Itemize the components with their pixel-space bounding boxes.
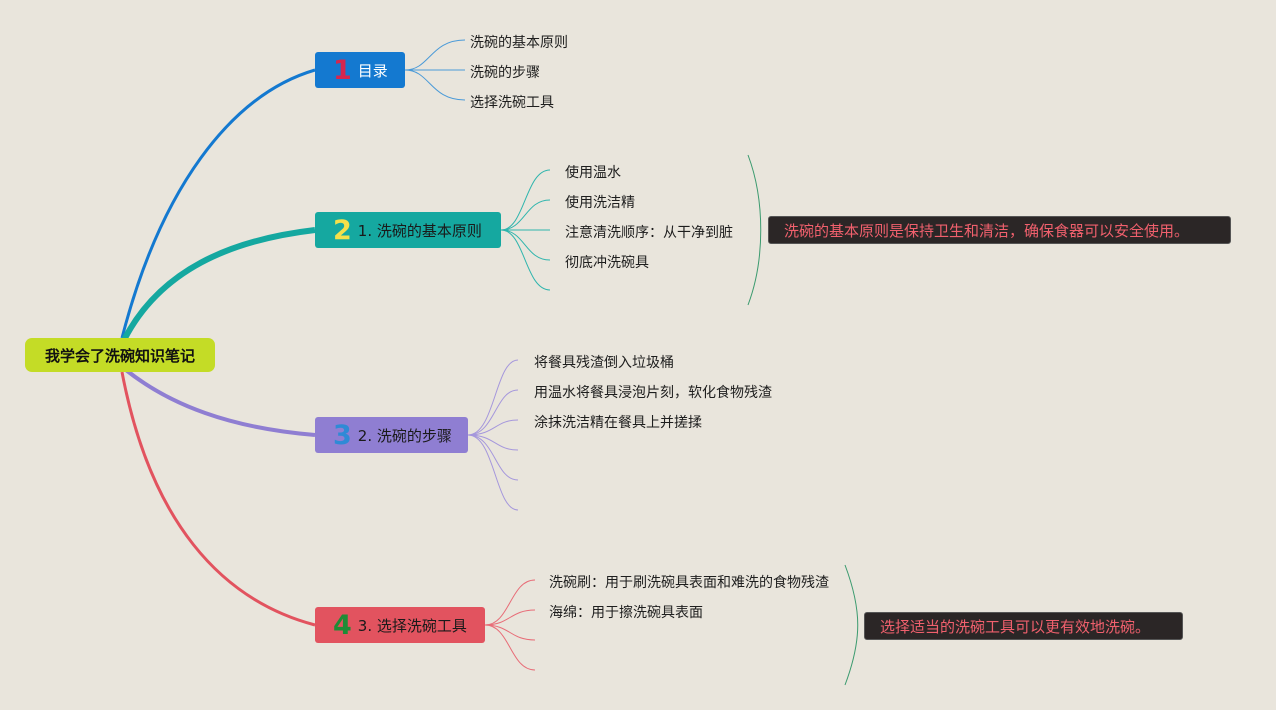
leaf-1-1[interactable]: 洗碗的基本原则 (470, 35, 568, 51)
branch-label-2: 1. 洗碗的基本原则 (357, 221, 482, 240)
leaf-2-3[interactable]: 注意清洗顺序：从干净到脏 (565, 225, 733, 241)
branch-node-4[interactable]: 4 3. 选择洗碗工具 (315, 607, 485, 643)
branch-line-3 (124, 368, 316, 437)
leaf-2-1[interactable]: 使用温水 (565, 165, 621, 181)
leaf-4-1[interactable]: 洗碗刷：用于刷洗碗具表面和难洗的食物残渣 (549, 575, 829, 591)
root-node[interactable]: 我学会了洗碗知识笔记 (25, 338, 215, 372)
branch-label-4: 3. 选择洗碗工具 (357, 616, 467, 635)
branch-number-4: 4 (333, 609, 352, 641)
summary-brace-4 (844, 564, 859, 686)
branch-label-1: 目录 (357, 61, 388, 80)
branch-node-3[interactable]: 3 2. 洗碗的步骤 (315, 417, 468, 453)
summary-box-2[interactable]: 洗碗的基本原则是保持卫生和清洁，确保食器可以安全使用。 (768, 216, 1231, 244)
leaf-1-2[interactable]: 洗碗的步骤 (470, 65, 540, 81)
branch-line-1 (120, 68, 316, 339)
summary-text-2: 洗碗的基本原则是保持卫生和清洁，确保食器可以安全使用。 (784, 221, 1190, 240)
branch-line-4 (120, 371, 316, 627)
leaf-3-3[interactable]: 涂抹洗洁精在餐具上并搓揉 (534, 415, 702, 431)
branch-number-1: 1 (333, 54, 352, 86)
branch-line-2 (121, 227, 316, 342)
leaf-1-3[interactable]: 选择洗碗工具 (470, 95, 554, 111)
branch-number-3: 3 (333, 419, 352, 451)
summary-brace-2 (747, 154, 762, 306)
summary-box-4[interactable]: 选择适当的洗碗工具可以更有效地洗碗。 (864, 612, 1183, 640)
leaf-2-2[interactable]: 使用洗洁精 (565, 195, 635, 211)
branch-number-2: 2 (333, 214, 352, 246)
branch-node-1[interactable]: 1 目录 (315, 52, 405, 88)
root-label: 我学会了洗碗知识笔记 (44, 346, 195, 365)
leaf-3-1[interactable]: 将餐具残渣倒入垃圾桶 (534, 355, 674, 371)
summary-text-4: 选择适当的洗碗工具可以更有效地洗碗。 (880, 617, 1151, 636)
branch-node-2[interactable]: 2 1. 洗碗的基本原则 (315, 212, 501, 248)
leaf-2-4[interactable]: 彻底冲洗碗具 (565, 255, 649, 271)
leaf-4-2[interactable]: 海绵：用于擦洗碗具表面 (549, 605, 703, 621)
leaf-3-2[interactable]: 用温水将餐具浸泡片刻，软化食物残渣 (534, 385, 772, 401)
branch-label-3: 2. 洗碗的步骤 (357, 426, 452, 445)
